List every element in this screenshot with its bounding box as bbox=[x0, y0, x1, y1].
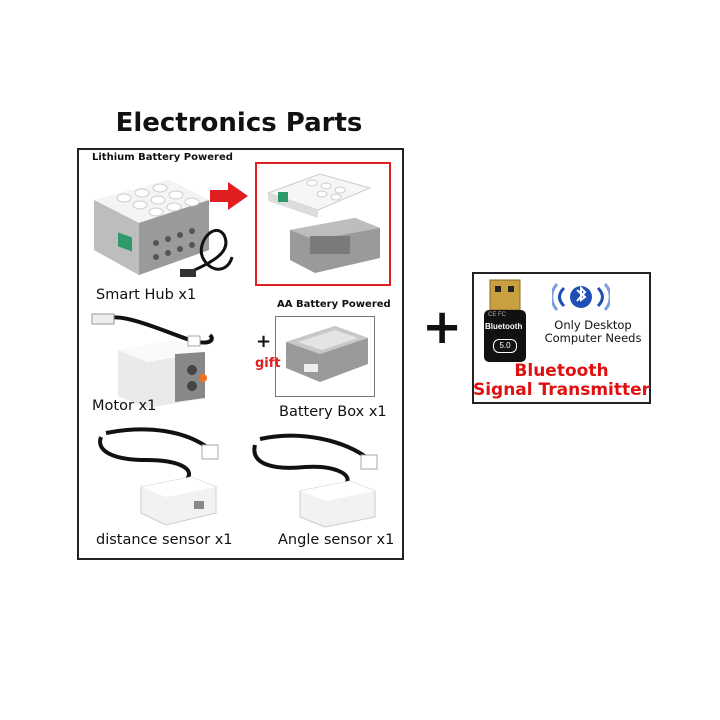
bluetooth-icon bbox=[552, 283, 610, 311]
bluetooth-title-line1: Bluetooth bbox=[514, 361, 609, 381]
battery-box-image bbox=[286, 326, 368, 382]
smart-hub-image bbox=[94, 180, 234, 277]
distance-sensor-label: distance sensor x1 bbox=[96, 532, 233, 548]
lithium-battery-highlight bbox=[255, 162, 391, 286]
lithium-battery-image bbox=[266, 173, 380, 273]
distance-sensor-image bbox=[98, 427, 219, 526]
page-title: Electronics Parts bbox=[115, 108, 363, 138]
plus-large-icon: + bbox=[422, 299, 463, 355]
motor-label: Motor x1 bbox=[92, 398, 157, 414]
lithium-battery-label: Lithium Battery Powered bbox=[92, 152, 233, 163]
desktop-note: Only Desktop Computer Needs bbox=[530, 319, 656, 345]
bluetooth-title-line2: Signal Transmitter bbox=[472, 380, 651, 400]
smart-hub-label: Smart Hub x1 bbox=[96, 287, 197, 303]
gift-label: gift bbox=[255, 356, 281, 371]
arrow-right-icon bbox=[210, 182, 248, 210]
dongle-version: 5.0 bbox=[493, 339, 517, 353]
battery-box-label: Battery Box x1 bbox=[279, 404, 387, 420]
angle-sensor-image bbox=[252, 433, 378, 528]
angle-sensor-label: Angle sensor x1 bbox=[278, 532, 395, 548]
plus-small-icon: + bbox=[256, 331, 272, 352]
desktop-note-line1: Only Desktop bbox=[554, 318, 632, 332]
aa-battery-label: AA Battery Powered bbox=[277, 299, 391, 310]
dongle-label: Bluetooth bbox=[485, 322, 523, 331]
bluetooth-transmitter-title: Bluetooth Signal Transmitter bbox=[472, 362, 651, 400]
desktop-note-line2: Computer Needs bbox=[544, 331, 642, 345]
motor-image bbox=[91, 313, 214, 408]
dongle-certs: CE FC bbox=[488, 312, 506, 318]
battery-box-frame bbox=[275, 316, 375, 397]
